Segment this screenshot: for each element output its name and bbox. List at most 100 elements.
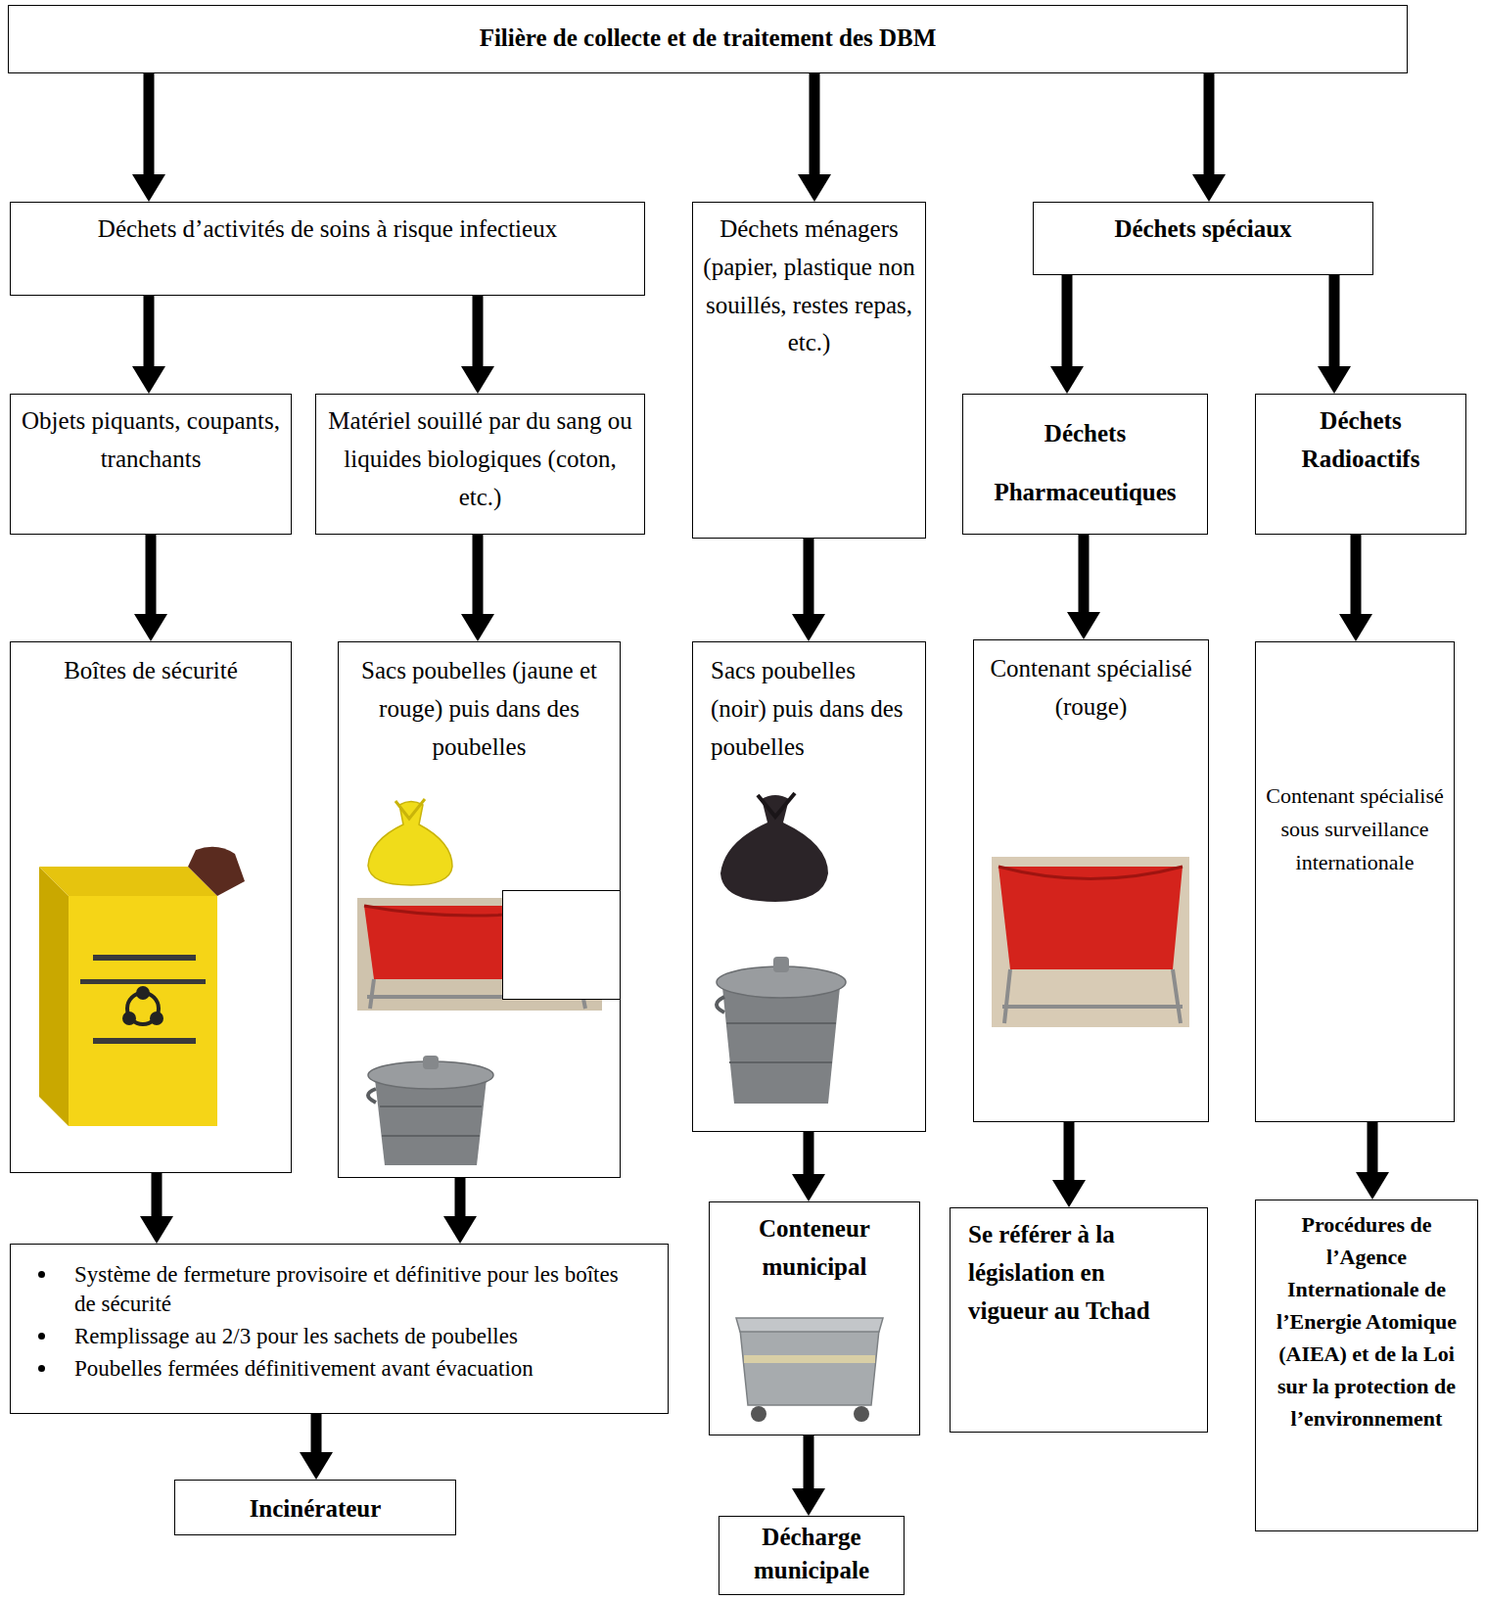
- flow-arrow: [139, 1172, 174, 1244]
- bullet-row: Remplissage au 2/3 pour les sachets de p…: [38, 1321, 641, 1351]
- flow-arrow: [132, 73, 166, 202]
- box-text: Déchets Radioactifs: [1263, 402, 1458, 479]
- bullet-row: Poubelles fermées définitivement avant é…: [38, 1353, 641, 1384]
- arrow-head: [791, 613, 826, 642]
- yellow-bag-picture: [368, 798, 453, 885]
- box-text: Déchets Pharmaceutiques: [971, 404, 1200, 522]
- arrow-head: [461, 613, 495, 642]
- arrow-shaft: [143, 295, 155, 369]
- process-box: Contenant spécialisé sous surveillance i…: [1254, 641, 1455, 1122]
- arrow-head: [132, 366, 166, 394]
- arrow-shaft: [803, 1435, 815, 1490]
- process-box: Filière de collecte et de traitement des…: [7, 4, 1408, 74]
- box-text: Boîtes de sécurité: [20, 651, 281, 691]
- box-text: Déchets ménagers (papier, plastique non …: [702, 210, 916, 363]
- bin-rib: [379, 1106, 482, 1136]
- arrow-shaft: [1367, 1121, 1379, 1174]
- box-stripe: [80, 978, 206, 984]
- flow-arrow: [1355, 1121, 1390, 1200]
- arrow-head: [1339, 613, 1373, 642]
- box-text: Filière de collecte et de traitement des…: [18, 19, 1397, 58]
- arrow-shaft: [809, 73, 821, 177]
- arrow-shaft: [1350, 534, 1362, 616]
- flow-arrow: [461, 295, 495, 394]
- flow-arrow: [791, 1435, 826, 1516]
- arrow-shaft: [1064, 1121, 1075, 1182]
- bin-handle: [368, 1088, 376, 1103]
- bin-body: [722, 986, 840, 1104]
- arrow-shaft: [472, 534, 484, 616]
- sharps-box-picture: [39, 846, 245, 1126]
- municipal-container-picture: [736, 1317, 883, 1422]
- box-front: [68, 895, 218, 1126]
- flow-arrow: [1052, 1121, 1086, 1207]
- box-stripe: [92, 1037, 196, 1044]
- container-band: [743, 1354, 876, 1363]
- process-box: Matériel souillé par du sang ou liquides…: [315, 393, 646, 535]
- box-text: Contenant spécialisé (rouge): [983, 649, 1199, 727]
- stand-frame: [1002, 969, 1183, 1023]
- arrow-shaft: [1078, 534, 1090, 614]
- arrow-head: [797, 174, 832, 202]
- container-lid: [736, 1317, 883, 1332]
- flow-arrow: [461, 534, 495, 642]
- empty-frame: [502, 889, 621, 1000]
- arrow-shaft: [1329, 275, 1341, 369]
- bullet-row: Système de fermeture provisoire et défin…: [38, 1259, 641, 1319]
- box-top: [39, 866, 218, 896]
- arrow-shaft: [1204, 73, 1215, 177]
- process-box: Objets piquants, coupants, tranchants: [9, 393, 292, 535]
- bag-fold: [998, 866, 1183, 880]
- process-box: Déchets spéciaux: [1032, 201, 1374, 276]
- arrow-head: [791, 1173, 826, 1202]
- arrow-head: [1052, 1179, 1086, 1207]
- process-box: Déchets ménagers (papier, plastique non …: [692, 201, 927, 539]
- arrow-shaft: [143, 73, 155, 177]
- flow-arrow: [791, 1131, 826, 1202]
- process-box: Procédures de l’Agence Internationale de…: [1254, 1199, 1479, 1532]
- arrow-head: [1067, 611, 1101, 640]
- bin-knob: [422, 1055, 439, 1069]
- arrow-head: [299, 1451, 333, 1480]
- arrow-head: [1050, 366, 1084, 394]
- flow-arrow: [1339, 534, 1373, 642]
- arrow-shaft: [472, 295, 484, 369]
- red-bag: [998, 866, 1183, 970]
- process-box: Sacs poubelles (jaune et rouge) puis dan…: [337, 641, 621, 1178]
- arrow-shaft: [803, 1131, 815, 1176]
- arrow-head: [1192, 174, 1226, 202]
- arrow-head: [1317, 366, 1351, 394]
- red-bag-stand-picture: [991, 856, 1190, 1027]
- arrow-head: [461, 366, 495, 394]
- process-box: Déchets Radioactifs: [1254, 393, 1467, 535]
- bullet-text: Poubelles fermées définitivement avant é…: [74, 1353, 534, 1384]
- bin-handle: [716, 996, 725, 1013]
- yellow-bag: [368, 801, 453, 886]
- flow-arrow: [443, 1177, 477, 1244]
- arrow-shaft: [311, 1413, 323, 1454]
- box-handle: [187, 846, 245, 896]
- black-bag: [720, 794, 829, 902]
- arrow-head: [1355, 1171, 1390, 1200]
- bin-body: [374, 1078, 487, 1165]
- process-box: Contenant spécialisé (rouge): [973, 639, 1209, 1122]
- flow-arrow: [791, 538, 826, 642]
- box-text: Procédures de l’Agence Internationale de…: [1261, 1207, 1472, 1435]
- arrow-head: [139, 1215, 174, 1244]
- grey-bin-picture: [716, 956, 846, 1104]
- bag-tie: [757, 792, 795, 817]
- process-box: Se référer à la législation en vigueur a…: [949, 1206, 1208, 1433]
- bullet-dot: [38, 1270, 46, 1278]
- box-text: Se référer à la législation en vigueur a…: [968, 1215, 1190, 1330]
- arrow-head: [132, 174, 166, 202]
- flow-arrow: [1192, 73, 1226, 202]
- box-text: Incinérateur: [183, 1489, 448, 1529]
- box-side: [39, 866, 69, 1126]
- process-box: Décharge municipale: [718, 1515, 905, 1595]
- arrow-shaft: [145, 534, 157, 616]
- black-bag-picture: [720, 792, 829, 902]
- box-text: Conteneur municipal: [717, 1209, 912, 1287]
- bin-knob: [773, 956, 789, 973]
- process-box: Déchets Pharmaceutiques: [962, 393, 1208, 535]
- box-text: Objets piquants, coupants, tranchants: [20, 402, 281, 479]
